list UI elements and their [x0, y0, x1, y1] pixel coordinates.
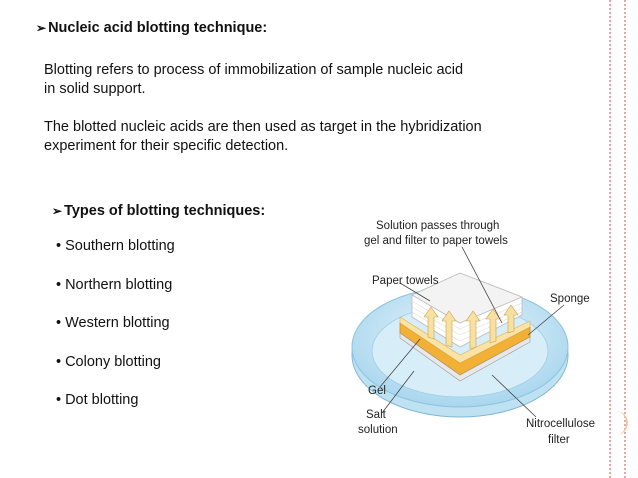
label-salt-line-1: Salt [366, 409, 387, 421]
list-item-label: Northern blotting [65, 276, 173, 293]
label-nitrocellulose-line-1: Nitrocellulose [526, 418, 595, 430]
label-salt-line-2: solution [358, 424, 398, 436]
hybridization-line-2: experiment for their specific detection. [44, 138, 289, 154]
label-gel: Gel [368, 385, 386, 397]
list-item-label: Colony blotting [65, 353, 161, 370]
bullet-icon: • [56, 392, 62, 408]
label-solution-line-2: gel and filter to paper towels [364, 235, 508, 247]
blotting-apparatus-diagram: Solution passes through gel and filter t… [351, 220, 595, 446]
list-item: •Southern blotting [56, 238, 175, 277]
heading-text: Types of blotting techniques: [64, 203, 266, 219]
list-item: •Dot blotting [56, 392, 175, 431]
bullet-icon: • [56, 353, 62, 370]
label-leader-lines [379, 246, 565, 418]
heading-text: Nucleic acid blotting technique: [48, 20, 268, 36]
diagram-labels: Solution passes through gel and filter t… [358, 220, 595, 446]
decorative-rule-left [609, 0, 611, 478]
list-item: •Western blotting [56, 315, 175, 354]
heading-nucleic-acid-blotting: ➢Nucleic acid blotting technique: [36, 20, 267, 36]
list-item-label: Western blotting [65, 315, 170, 331]
label-paper-towels: Paper towels [372, 275, 439, 287]
list-item-label: Dot blotting [65, 392, 139, 408]
hybridization-paragraph: The blotted nucleic acids are then used … [44, 118, 564, 156]
blotting-types-list: •Southern blotting •Northern blotting •W… [56, 238, 175, 431]
arrow-bullet-icon: ➢ [52, 204, 63, 218]
bullet-icon: • [56, 238, 62, 254]
definition-paragraph: Blotting refers to process of immobiliza… [44, 61, 564, 99]
hybridization-line-1: The blotted nucleic acids are then used … [44, 119, 482, 135]
heading-types-of-blotting: ➢Types of blotting techniques: [52, 203, 265, 219]
list-item: •Colony blotting [56, 354, 175, 393]
arrow-bullet-icon: ➢ [36, 21, 47, 35]
list-item: •Northern blotting [56, 277, 175, 316]
flow-arrows [423, 304, 519, 350]
gel-and-filter-layers [399, 316, 531, 382]
label-solution-line-1: Solution passes through [376, 220, 499, 232]
label-nitrocellulose-line-2: filter [548, 434, 570, 446]
decorative-arc [612, 411, 628, 435]
list-item-label: Southern blotting [65, 238, 175, 254]
bullet-icon: • [56, 276, 62, 293]
decorative-rule-right [624, 0, 626, 478]
bullet-icon: • [56, 315, 62, 331]
definition-line-1: Blotting refers to process of immobiliza… [44, 62, 464, 78]
label-sponge: Sponge [550, 293, 590, 305]
definition-line-2: in solid support. [44, 81, 146, 97]
